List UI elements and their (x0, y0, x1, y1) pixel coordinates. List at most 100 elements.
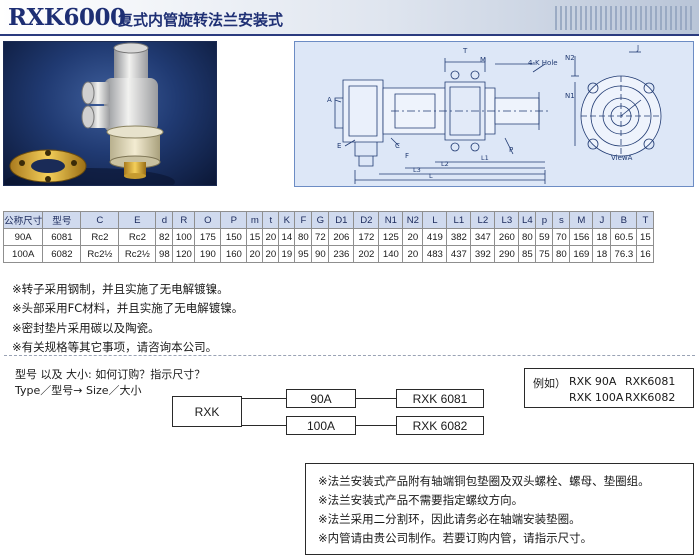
example-box (524, 368, 694, 408)
table-cell: 160 (220, 245, 248, 263)
table-cell: 59 (535, 228, 554, 246)
th-n2: N2 (402, 211, 424, 229)
dim-label-f: F (405, 152, 410, 160)
th-model: 型号 (42, 211, 82, 229)
th-d: d (155, 211, 174, 229)
model-box-6081: RXK 6081 (396, 389, 484, 408)
model-box-6082: RXK 6082 (396, 416, 484, 435)
example-label: 例如） (533, 377, 566, 390)
flange-note: ※法兰安装式产品附有轴端铜包垫圈及双头螺栓、螺母、垫圈组。 (318, 474, 650, 488)
example-name: RXK 90A (569, 375, 617, 388)
table-cell: 70 (552, 228, 571, 246)
dim-label-l2: L2 (441, 160, 449, 168)
th-s: s (552, 211, 571, 229)
dim-label-n2: N2 (565, 54, 575, 62)
table-row: 90A 6081 Rc2 Rc2 82 100 175 150 15 20 14… (2, 228, 655, 246)
table-cell: 60.5 (610, 228, 638, 246)
table-cell: 80 (552, 245, 571, 263)
table-cell: Rc2 (80, 228, 120, 246)
th-t: t (262, 211, 280, 229)
table-cell: 100 (172, 228, 196, 246)
th-nominal-size: 公称尺寸 (2, 211, 44, 229)
connector-line (242, 398, 286, 399)
table-cell: 100A (2, 245, 44, 263)
table-cell: 169 (569, 245, 594, 263)
table-cell: 347 (470, 228, 496, 246)
table-cell: 437 (446, 245, 472, 263)
table-cell: 206 (328, 228, 355, 246)
th-l4: L4 (518, 211, 537, 229)
connector-line (356, 425, 396, 426)
example-name: RXK 100A (569, 391, 624, 404)
header-stripes (555, 6, 695, 30)
order-question: 型号 以及 大小: 如何订购？指示尺寸？ (15, 368, 206, 381)
table-cell: 72 (311, 228, 330, 246)
dim-label-m: M (480, 56, 487, 64)
note-seal: ※密封垫片采用碳以及陶瓷。 (12, 321, 160, 335)
dim-label-a: A (327, 96, 332, 104)
table-cell: 16 (636, 245, 655, 263)
th-l: L (422, 211, 448, 229)
table-cell: Rc2½ (80, 245, 120, 263)
order-legend: Type／型号→ Size／大小 (15, 384, 142, 397)
technical-drawing: T M 4-K Hole L1 L2 L3 L J N2 N1 ViewA A … (294, 41, 694, 187)
th-l1: L1 (446, 211, 472, 229)
table-cell: 80 (294, 228, 313, 246)
table-cell: 19 (278, 245, 296, 263)
table-cell: 90A (2, 228, 44, 246)
flange-note: ※法兰安装式产品不需要指定螺纹方向。 (318, 493, 524, 507)
table-cell: 20 (402, 245, 424, 263)
spec-table-header: 公称尺寸 型号 C E d R O P m t K F G D1 D2 N1 N… (2, 211, 655, 229)
table-cell: 82 (155, 228, 174, 246)
th-e: E (118, 211, 157, 229)
example-model: RXK6081 (625, 375, 676, 388)
table-cell: 76.3 (610, 245, 638, 263)
table-cell: 6081 (42, 228, 82, 246)
table-cell: 95 (294, 245, 313, 263)
table-cell: 6082 (42, 245, 82, 263)
size-box-100a: 100A (286, 416, 356, 435)
table-cell: 175 (194, 228, 222, 246)
table-cell: 260 (494, 228, 520, 246)
connector-line (356, 398, 396, 399)
th-r: R (172, 211, 196, 229)
flange-notes-box (305, 463, 694, 555)
table-cell: 190 (194, 245, 222, 263)
size-box-90a: 90A (286, 389, 356, 408)
table-cell: 20 (246, 245, 264, 263)
table-cell: 75 (535, 245, 554, 263)
dim-label-e: E (337, 142, 342, 150)
table-cell: 15 (246, 228, 264, 246)
table-cell: 156 (569, 228, 594, 246)
table-cell: 15 (636, 228, 655, 246)
note-head: ※头部采用FC材料，并且实施了无电解镀镍。 (12, 301, 244, 315)
table-cell: 80 (518, 228, 537, 246)
table-cell: 150 (220, 228, 248, 246)
table-cell: 483 (422, 245, 448, 263)
th-l2: L2 (470, 211, 496, 229)
note-rotor: ※转子采用钢制，并且实施了无电解镀镍。 (12, 282, 229, 296)
table-cell: Rc2 (118, 228, 157, 246)
table-cell: 382 (446, 228, 472, 246)
table-cell: 14 (278, 228, 296, 246)
table-cell: 392 (470, 245, 496, 263)
table-cell: Rc2½ (118, 245, 157, 263)
table-cell: 140 (378, 245, 404, 263)
dim-label-l1: L1 (481, 154, 489, 162)
section-divider (4, 355, 695, 356)
th-n1: N1 (378, 211, 404, 229)
page-subtitle: 复式内管旋转法兰安装式 (118, 11, 284, 29)
table-cell: 125 (378, 228, 404, 246)
th-p-small: p (535, 211, 554, 229)
dim-label-l: L (429, 172, 433, 180)
table-cell: 202 (353, 245, 380, 263)
th-j: J (592, 211, 612, 229)
th-d2: D2 (353, 211, 380, 229)
table-cell: 90 (311, 245, 330, 263)
th-k: K (278, 211, 296, 229)
dim-label-l3: L3 (413, 166, 421, 174)
th-p: P (220, 211, 248, 229)
dim-label-c: C (395, 142, 400, 150)
dim-label-j: J (637, 44, 640, 52)
spec-table: 公称尺寸 型号 C E d R O P m t K F G D1 D2 N1 N… (2, 211, 655, 263)
